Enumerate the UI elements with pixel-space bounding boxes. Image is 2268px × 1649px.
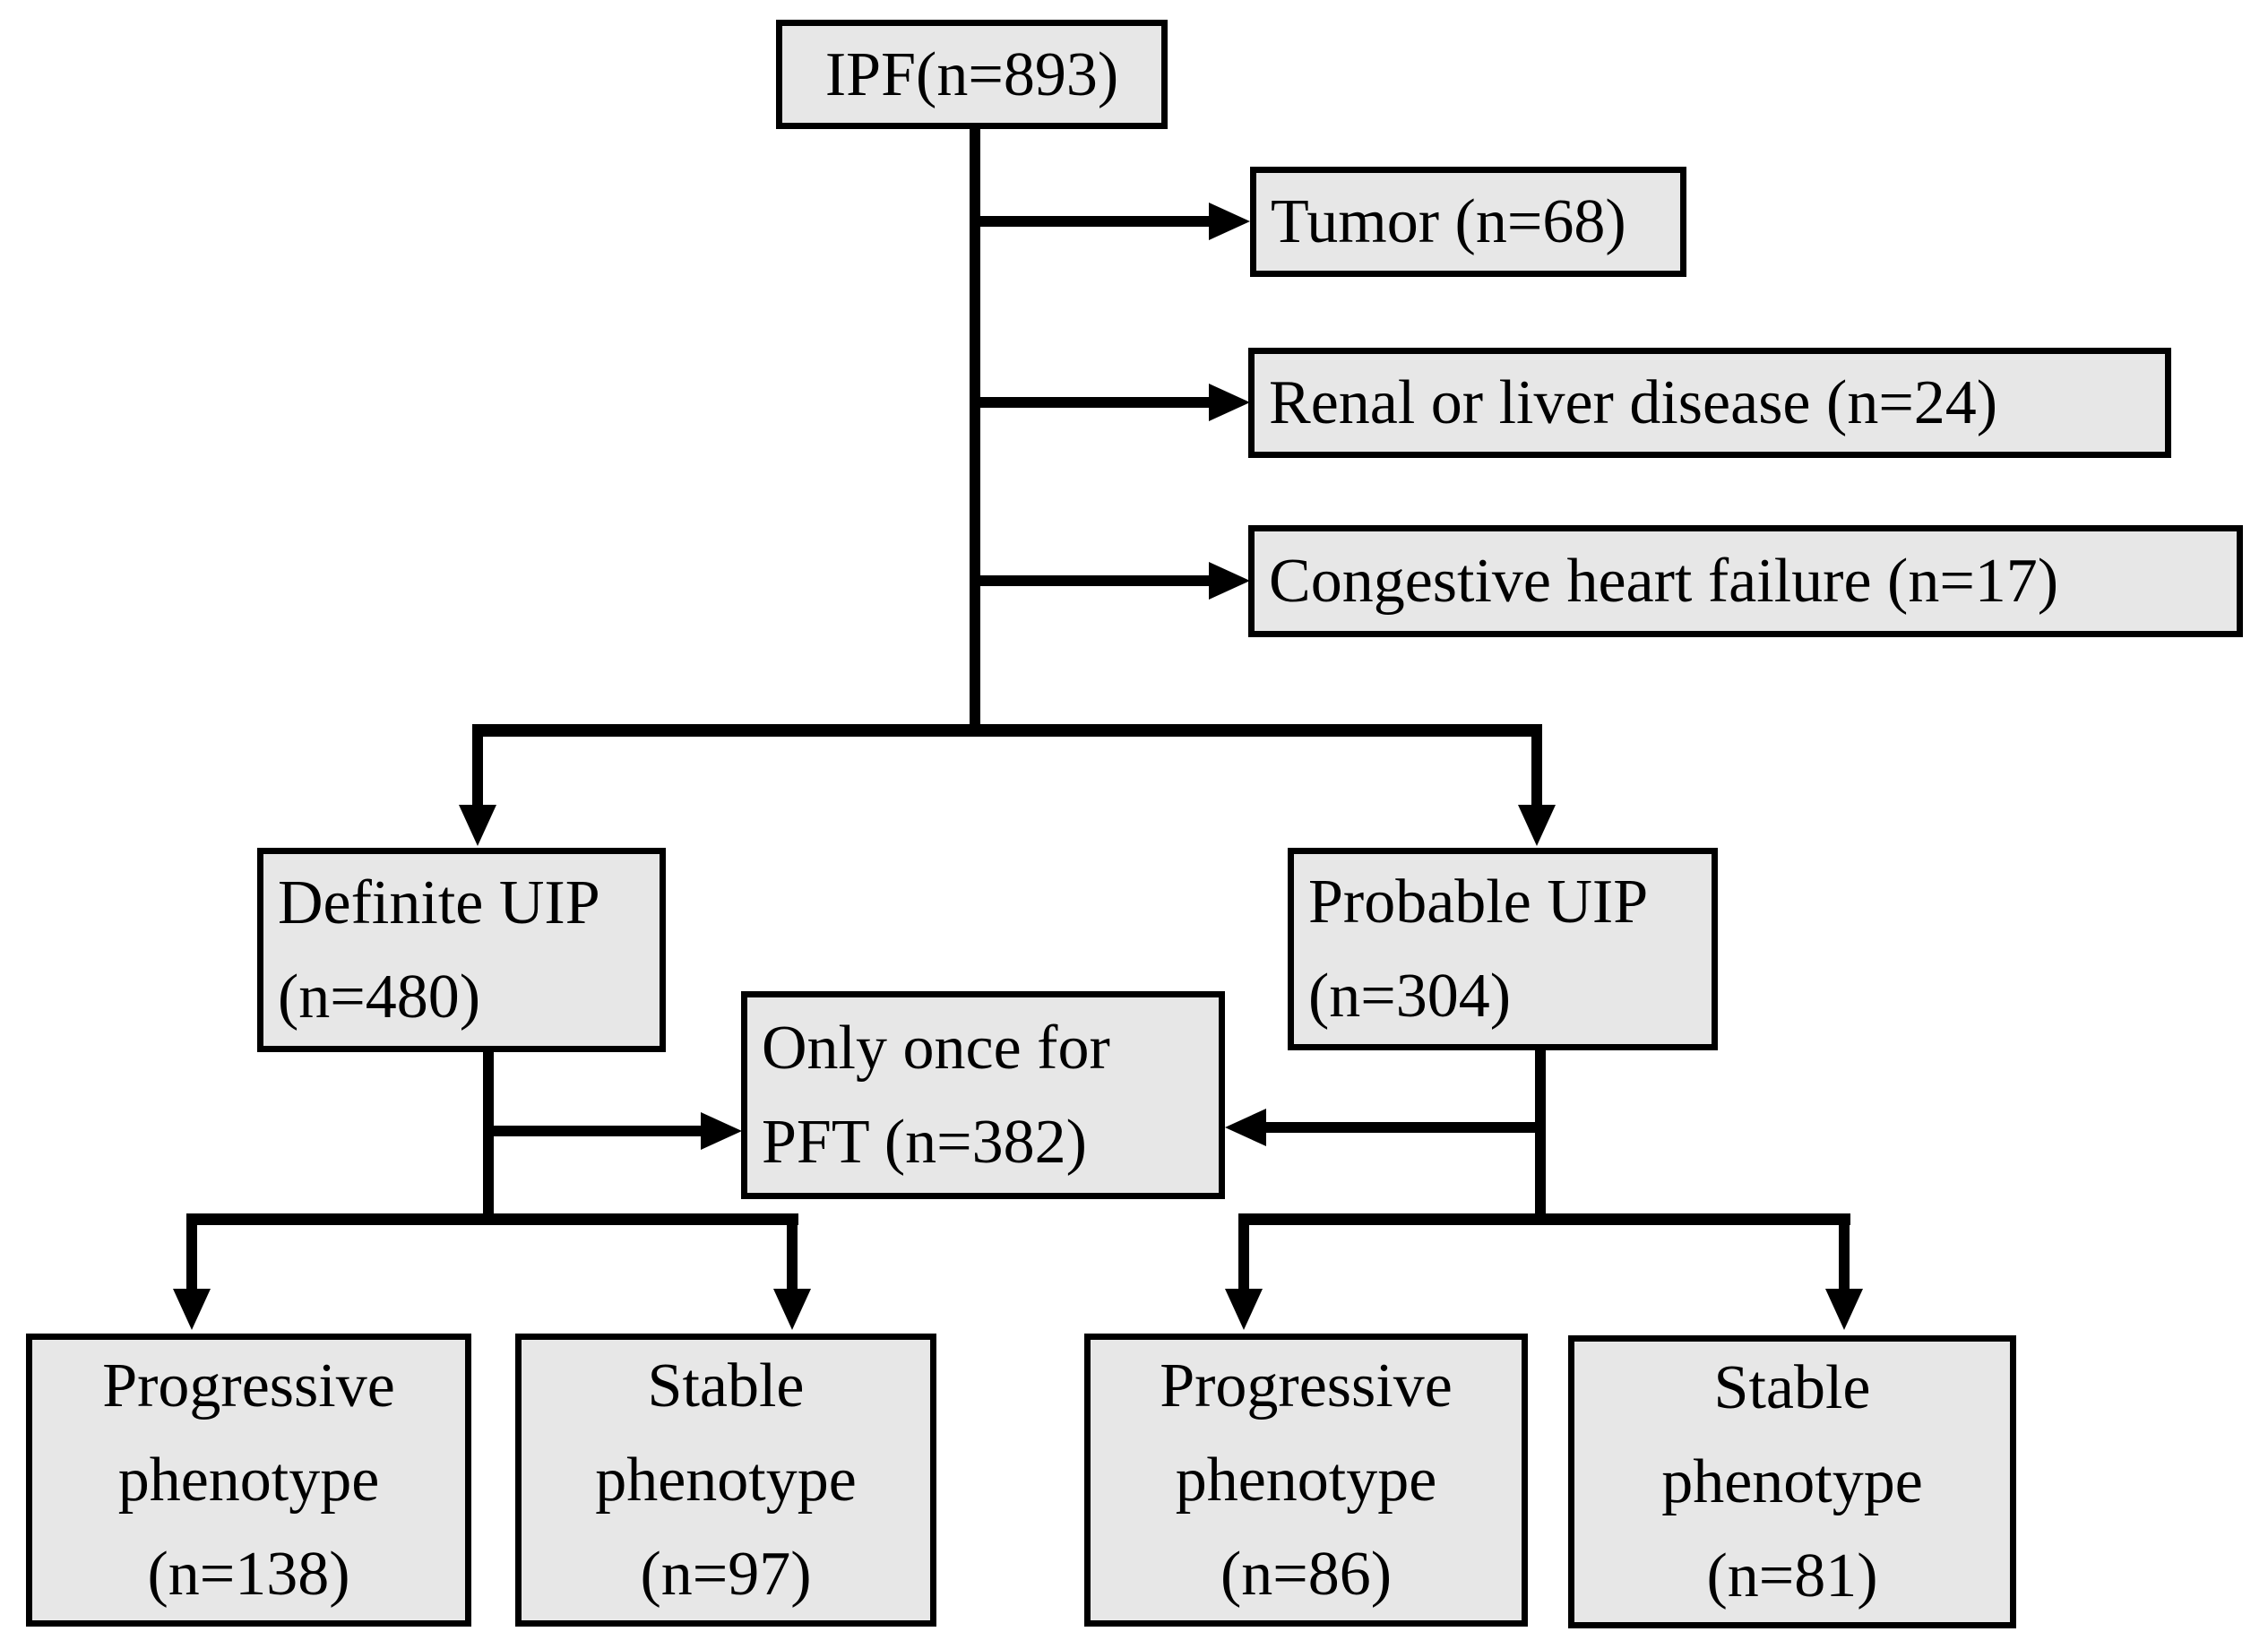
arrowhead-down-icon [1518, 805, 1556, 846]
node-prob-progressive-label-line1: Progressive [1160, 1351, 1453, 1420]
node-definite-stable-phenotype: Stable phenotype (n=97) [515, 1334, 936, 1627]
node-def-progressive-label-line3: (n=138) [147, 1540, 350, 1609]
connector-to-tumor [970, 216, 1212, 227]
node-prob-stable-label-line2: phenotype [1661, 1447, 1923, 1516]
node-prob-stable-label-line3: (n=81) [1706, 1541, 1878, 1610]
node-probable-stable-phenotype: Stable phenotype (n=81) [1568, 1335, 2016, 1628]
connector-definite-drop [472, 724, 483, 807]
node-renal-label: Renal or liver disease (n=24) [1269, 368, 1998, 437]
node-probable-uip: Probable UIP (n=304) [1288, 848, 1718, 1050]
node-pft-label-line2: PFT (n=382) [762, 1108, 1087, 1177]
node-pft-label-line1: Only once for [762, 1014, 1110, 1083]
node-def-stable-label-line2: phenotype [595, 1446, 857, 1515]
node-tumor: Tumor (n=68) [1250, 167, 1686, 277]
arrowhead-right-icon [701, 1112, 742, 1150]
node-def-progressive-label-line2: phenotype [117, 1446, 380, 1515]
arrowhead-right-icon [1209, 384, 1250, 421]
connector-probable-drop [1531, 724, 1542, 807]
connector-prob-progressive-drop [1238, 1213, 1249, 1291]
node-definite-uip: Definite UIP (n=480) [257, 848, 666, 1052]
node-probable-uip-label-line2: (n=304) [1308, 962, 1512, 1031]
connector-to-renal [970, 397, 1212, 408]
arrowhead-down-icon [459, 805, 496, 846]
connector-def-stable-drop [787, 1213, 798, 1291]
node-prob-progressive-label-line2: phenotype [1175, 1446, 1437, 1515]
node-ipf: IPF(n=893) [776, 20, 1168, 129]
node-definite-uip-label-line1: Definite UIP [278, 868, 600, 937]
connector-probable-stem [1535, 1049, 1546, 1225]
connector-to-chf [970, 575, 1212, 586]
connector-probable-to-pft [1263, 1122, 1546, 1133]
node-congestive-heart-failure: Congestive heart failure (n=17) [1248, 525, 2243, 637]
connector-definite-bar [186, 1213, 798, 1225]
arrowhead-right-icon [1209, 562, 1250, 600]
connector-definite-to-pft [483, 1126, 703, 1136]
arrowhead-down-icon [173, 1289, 211, 1330]
connector-uip-split-bar [472, 724, 1542, 737]
connector-def-progressive-drop [186, 1213, 197, 1291]
connector-probable-bar [1238, 1213, 1850, 1225]
node-renal-liver-disease: Renal or liver disease (n=24) [1248, 348, 2171, 458]
arrowhead-left-icon [1225, 1109, 1266, 1146]
node-def-stable-label-line1: Stable [647, 1351, 805, 1420]
node-def-stable-label-line3: (n=97) [640, 1540, 812, 1609]
arrowhead-down-icon [1225, 1289, 1263, 1330]
arrowhead-right-icon [1209, 203, 1250, 240]
arrowhead-down-icon [1825, 1289, 1863, 1330]
node-probable-uip-label-line1: Probable UIP [1308, 868, 1649, 937]
node-chf-label: Congestive heart failure (n=17) [1269, 547, 2059, 616]
node-probable-progressive-phenotype: Progressive phenotype (n=86) [1084, 1334, 1528, 1627]
node-def-progressive-label-line1: Progressive [102, 1351, 395, 1420]
node-prob-stable-label-line1: Stable [1713, 1353, 1871, 1422]
node-definite-progressive-phenotype: Progressive phenotype (n=138) [26, 1334, 471, 1627]
arrowhead-down-icon [773, 1289, 811, 1330]
node-tumor-label: Tumor (n=68) [1271, 187, 1626, 256]
node-prob-progressive-label-line3: (n=86) [1220, 1540, 1393, 1609]
connector-definite-stem [483, 1050, 494, 1225]
node-ipf-label: IPF(n=893) [824, 39, 1119, 109]
node-definite-uip-label-line2: (n=480) [278, 963, 481, 1032]
connector-prob-stable-drop [1839, 1213, 1850, 1291]
node-only-once-for-pft: Only once for PFT (n=382) [741, 991, 1225, 1199]
